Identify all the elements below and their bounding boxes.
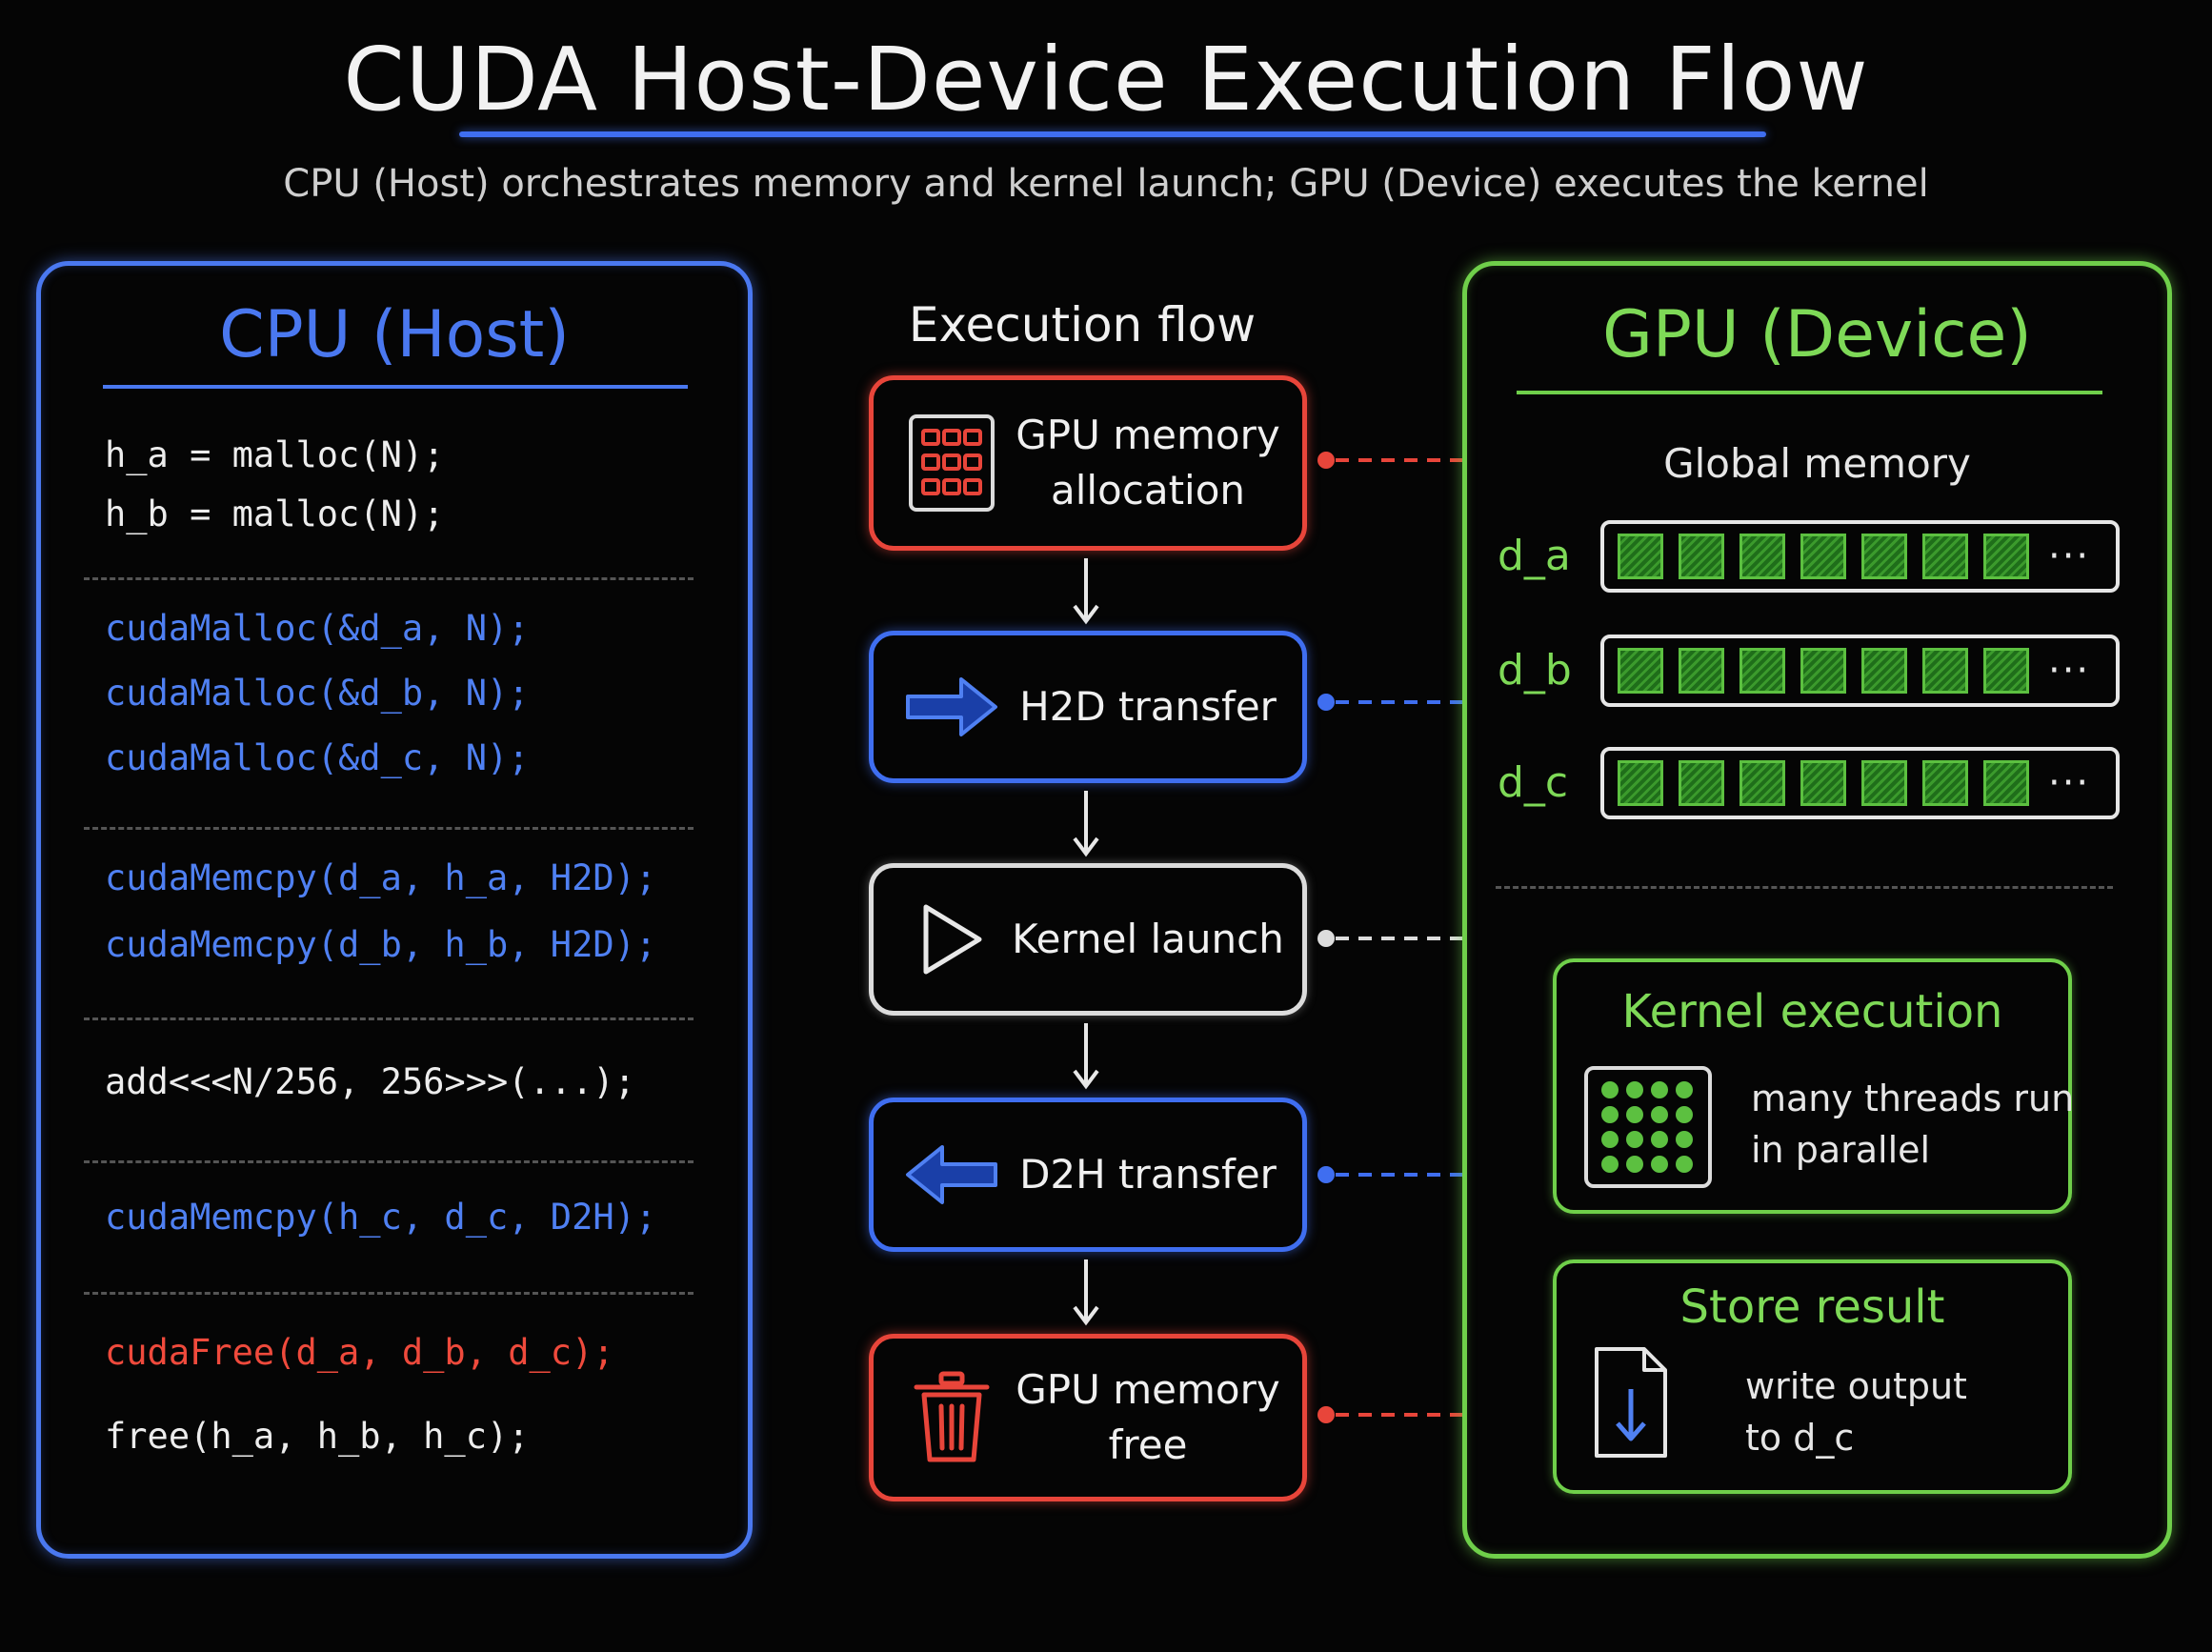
code-line-cuda-malloc-b: cudaMalloc(&d_b, N);: [105, 673, 530, 714]
page-subtitle: CPU (Host) orchestrates memory and kerne…: [283, 162, 1929, 206]
step-h2d-transfer: H2D transfer: [869, 631, 1307, 783]
store-text-line: to d_c: [1745, 1417, 1855, 1459]
memory-cell: [1800, 648, 1846, 694]
store-result-title: Store result: [1679, 1280, 1945, 1334]
memory-cell: [1739, 760, 1785, 806]
code-line-memcpy-h2d-b: cudaMemcpy(d_b, h_b, H2D);: [105, 924, 657, 965]
memory-cell: [1861, 534, 1907, 579]
step-gpu-memory-allocation: GPU memory allocation: [869, 375, 1307, 551]
memory-cell: [1922, 760, 1968, 806]
code-divider: [84, 1017, 694, 1020]
arrow-down-icon: [1067, 1258, 1105, 1330]
code-line-memcpy-d2h: cudaMemcpy(h_c, d_c, D2H);: [105, 1197, 657, 1238]
memory-array-d-c: ···: [1600, 747, 2120, 819]
code-divider: [84, 827, 694, 830]
play-icon: [895, 901, 1009, 977]
store-result-box: [1553, 1259, 2072, 1494]
kernel-execution-text: many threads run in parallel: [1751, 1073, 2074, 1176]
step-d2h-transfer: D2H transfer: [869, 1098, 1307, 1252]
memory-cell: [1679, 648, 1724, 694]
step-label-line: GPU memory: [1016, 412, 1280, 458]
array-label-d-c: d_c: [1498, 758, 1569, 807]
memory-cell: [1800, 534, 1846, 579]
memory-array-d-b: ···: [1600, 635, 2120, 707]
cpu-title-rule: [103, 385, 688, 389]
memory-cell: [1618, 760, 1663, 806]
gpu-divider: [1496, 886, 2113, 889]
thread-grid-icon: [1583, 1065, 1713, 1193]
connector-alloc: [1317, 452, 1463, 469]
kernel-text-line: in parallel: [1751, 1129, 1931, 1171]
kernel-execution-title: Kernel execution: [1621, 985, 2003, 1038]
kernel-execution-box: [1553, 958, 2072, 1214]
memory-ellipsis: ···: [2048, 761, 2091, 805]
global-memory-label: Global memory: [1663, 440, 1971, 487]
memory-cell: [1922, 534, 1968, 579]
step-label: Kernel launch: [1012, 916, 1284, 962]
step-label-line: allocation: [1050, 467, 1246, 514]
arrow-left-icon: [895, 1141, 1009, 1208]
page-title: CUDA Host-Device Execution Flow: [343, 29, 1869, 131]
arrow-right-icon: [895, 674, 1009, 740]
execution-flow-label: Execution flow: [908, 297, 1257, 353]
code-line-kernel-launch: add<<<N/256, 256>>>(...);: [105, 1061, 635, 1102]
step-kernel-launch: Kernel launch: [869, 863, 1307, 1016]
arrow-down-icon: [1067, 556, 1105, 629]
code-line-cuda-malloc-a: cudaMalloc(&d_a, N);: [105, 608, 530, 649]
step-label: D2H transfer: [1019, 1151, 1277, 1198]
step-label: H2D transfer: [1019, 683, 1277, 730]
array-label-d-a: d_a: [1498, 532, 1571, 580]
arrow-down-icon: [1067, 1021, 1105, 1094]
connector-h2d: [1317, 694, 1463, 711]
memory-cell: [1679, 534, 1724, 579]
arrow-down-icon: [1067, 789, 1105, 861]
gpu-title-rule: [1517, 391, 2102, 394]
kernel-text-line: many threads run: [1751, 1078, 2075, 1119]
memory-cell: [1922, 648, 1968, 694]
memory-cell: [1618, 534, 1663, 579]
step-gpu-memory-free: GPU memory free: [869, 1334, 1307, 1501]
cpu-panel-title: CPU (Host): [219, 297, 570, 373]
memory-cell: [1861, 760, 1907, 806]
code-line-host-free: free(h_a, h_b, h_c);: [105, 1416, 530, 1457]
memory-ellipsis: ···: [2048, 534, 2091, 578]
code-line-cuda-malloc-c: cudaMalloc(&d_c, N);: [105, 737, 530, 778]
memory-cell: [1983, 648, 2029, 694]
memory-chip-icon: [895, 413, 1009, 513]
flow-connectors: [1317, 452, 1463, 1423]
code-line-memcpy-h2d-a: cudaMemcpy(d_a, h_a, H2D);: [105, 857, 657, 898]
connector-kernel: [1317, 930, 1463, 947]
code-divider: [84, 577, 694, 580]
memory-cell: [1739, 534, 1785, 579]
code-line-host-alloc-a: h_a = malloc(N);: [105, 434, 445, 475]
memory-array-d-a: ···: [1600, 520, 2120, 593]
code-divider: [84, 1160, 694, 1163]
memory-cell: [1618, 648, 1663, 694]
memory-cell: [1983, 760, 2029, 806]
store-text-line: write output: [1745, 1365, 1967, 1407]
connector-free: [1317, 1406, 1463, 1423]
memory-cell: [1861, 648, 1907, 694]
memory-cell: [1800, 760, 1846, 806]
gpu-panel: [1462, 261, 2172, 1559]
memory-cell: [1679, 760, 1724, 806]
step-label-line: free: [1108, 1421, 1188, 1468]
memory-cell: [1739, 648, 1785, 694]
memory-cell: [1983, 534, 2029, 579]
store-result-text: write output to d_c: [1745, 1360, 1967, 1463]
cpu-panel: [36, 261, 753, 1559]
code-line-cuda-free: cudaFree(d_a, d_b, d_c);: [105, 1332, 614, 1373]
memory-ellipsis: ···: [2048, 649, 2091, 693]
array-label-d-b: d_b: [1498, 646, 1572, 695]
gpu-panel-title: GPU (Device): [1602, 297, 2032, 373]
title-underline: [459, 131, 1766, 137]
code-line-host-alloc-b: h_b = malloc(N);: [105, 494, 445, 534]
trash-icon: [895, 1370, 1009, 1465]
connector-d2h: [1317, 1166, 1463, 1183]
file-download-icon: [1593, 1345, 1669, 1463]
code-divider: [84, 1292, 694, 1295]
step-label-line: GPU memory: [1016, 1366, 1280, 1413]
